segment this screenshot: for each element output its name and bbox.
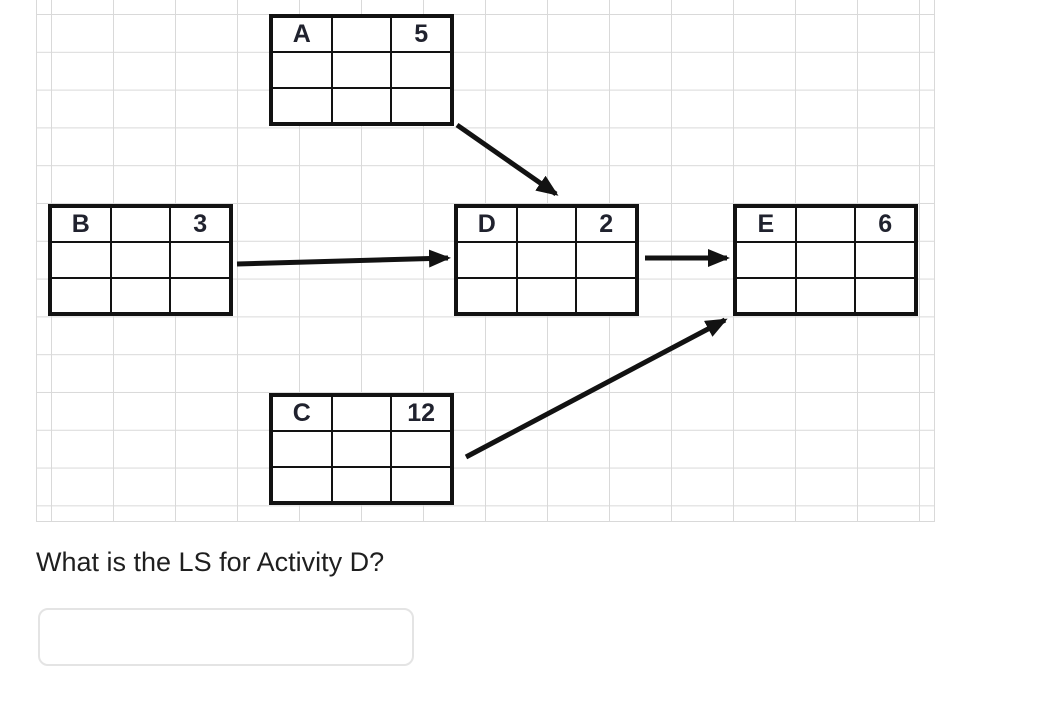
activity-node-d: D 2: [454, 204, 639, 316]
empty-cell: [171, 243, 229, 277]
empty-cell: [392, 53, 450, 87]
activity-node-b: B 3: [48, 204, 233, 316]
empty-cell: [111, 243, 170, 277]
empty-cell: [52, 243, 110, 277]
empty-cell: [737, 278, 795, 312]
empty-cell: [273, 432, 331, 466]
activity-label: C: [273, 397, 331, 431]
empty-cell: [52, 278, 110, 312]
empty-cell: [737, 243, 795, 277]
empty-cell: [392, 432, 450, 466]
empty-cell: [458, 278, 516, 312]
empty-cell: [273, 53, 331, 87]
empty-cell: [577, 278, 635, 312]
activity-duration: 2: [577, 208, 635, 242]
empty-cell: [332, 18, 391, 52]
empty-cell: [458, 243, 516, 277]
activity-node-c: C 12: [269, 393, 454, 505]
empty-cell: [273, 467, 331, 501]
empty-cell: [171, 278, 229, 312]
answer-input[interactable]: [38, 608, 414, 666]
activity-duration: 5: [392, 18, 450, 52]
empty-cell: [577, 243, 635, 277]
empty-cell: [111, 278, 170, 312]
activity-duration: 12: [392, 397, 450, 431]
empty-cell: [332, 432, 391, 466]
empty-cell: [273, 88, 331, 122]
question-text: What is the LS for Activity D?: [36, 547, 385, 577]
activity-label: E: [737, 208, 795, 242]
empty-cell: [796, 208, 855, 242]
activity-label: D: [458, 208, 516, 242]
empty-cell: [111, 208, 170, 242]
empty-cell: [332, 88, 391, 122]
activity-node-a: A 5: [269, 14, 454, 126]
empty-cell: [856, 278, 914, 312]
empty-cell: [517, 278, 576, 312]
empty-cell: [796, 243, 855, 277]
activity-label: B: [52, 208, 110, 242]
empty-cell: [517, 208, 576, 242]
empty-cell: [332, 397, 391, 431]
empty-cell: [332, 53, 391, 87]
empty-cell: [392, 88, 450, 122]
activity-node-e: E 6: [733, 204, 918, 316]
empty-cell: [517, 243, 576, 277]
empty-cell: [332, 467, 391, 501]
empty-cell: [796, 278, 855, 312]
empty-cell: [856, 243, 914, 277]
activity-duration: 3: [171, 208, 229, 242]
activity-duration: 6: [856, 208, 914, 242]
activity-label: A: [273, 18, 331, 52]
empty-cell: [392, 467, 450, 501]
